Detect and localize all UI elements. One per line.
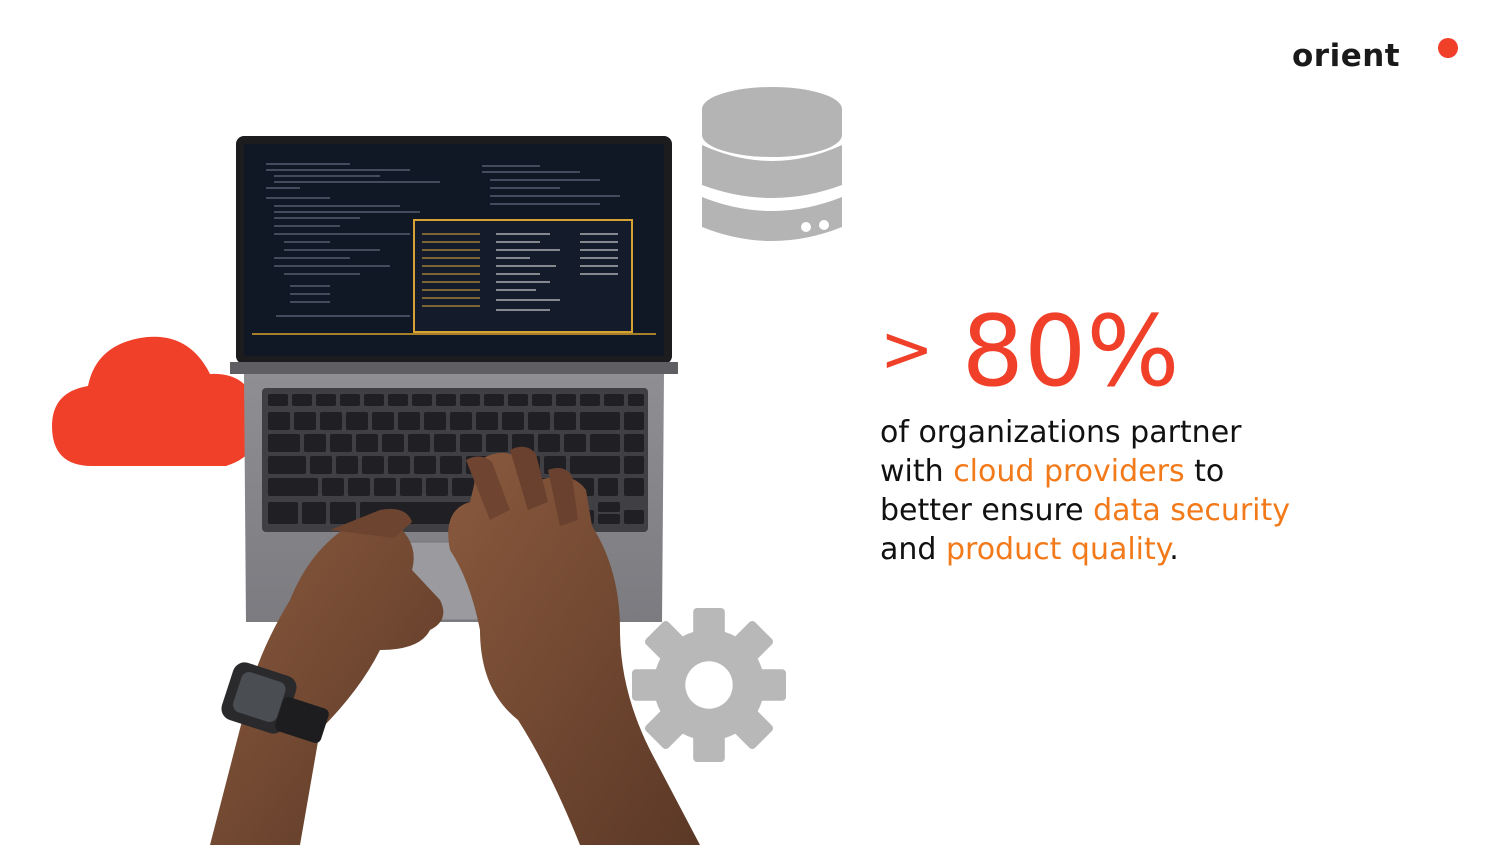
- highlight-product-quality: product quality: [945, 532, 1170, 567]
- logo-dot: [1438, 38, 1458, 58]
- cloud-icon: [52, 336, 260, 466]
- greater-than-symbol: >: [880, 313, 934, 387]
- desc-text: to: [1184, 454, 1225, 489]
- big-stat: >80%: [880, 295, 1179, 407]
- stat-description: of organizations partner with cloud prov…: [880, 413, 1440, 569]
- highlight-cloud-providers: cloud providers: [953, 454, 1185, 489]
- database-icon: [702, 87, 842, 241]
- desc-text: .: [1169, 532, 1179, 567]
- stat-block: >80% of organizations partner with cloud…: [880, 295, 1440, 585]
- gear-icon: [631, 607, 787, 763]
- desc-line-2: with cloud providers to: [880, 452, 1440, 491]
- smartwatch: [221, 662, 329, 743]
- desc-line-4: and product quality.: [880, 530, 1440, 569]
- highlight-data-security: data security: [1093, 493, 1291, 528]
- stat-value: 80%: [961, 295, 1180, 409]
- brand-logo: orient: [1292, 36, 1472, 76]
- logo-wordmark: orient: [1292, 38, 1401, 74]
- desc-line-3: better ensure data security: [880, 491, 1440, 530]
- desc-text: of organizations partner: [880, 415, 1242, 450]
- desc-text: better ensure: [880, 493, 1094, 528]
- desc-line-1: of organizations partner: [880, 413, 1440, 452]
- laptop-photo: [210, 136, 700, 845]
- desc-text: and: [880, 532, 946, 567]
- desc-text: with: [880, 454, 954, 489]
